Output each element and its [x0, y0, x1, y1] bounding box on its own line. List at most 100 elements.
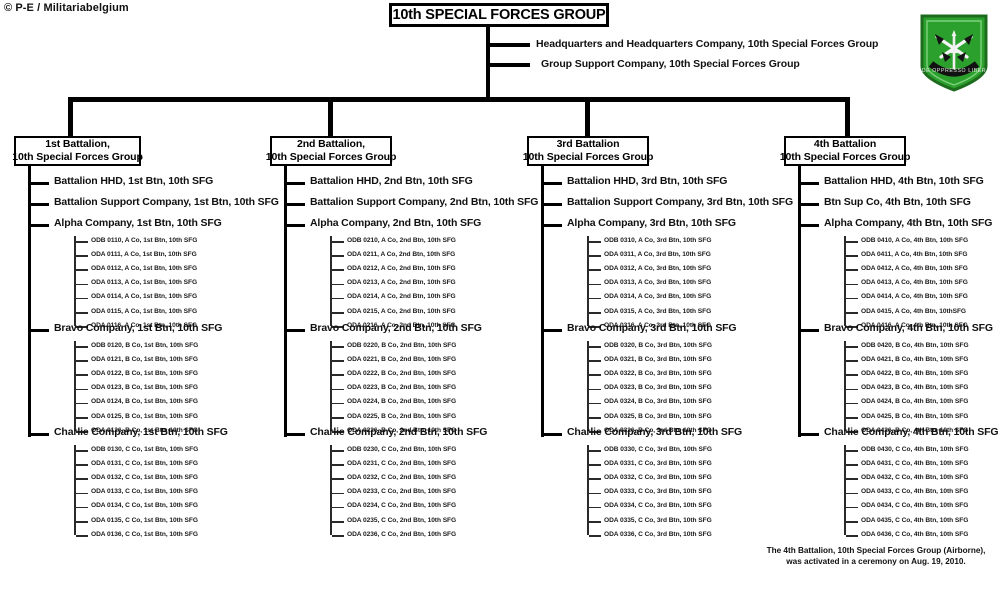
- oda-label[interactable]: ODA 0222, B Co, 2nd Btn, 10th SFG: [347, 369, 457, 377]
- oda-label[interactable]: ODA 0131, C Co, 1st Btn, 10th SFG: [91, 459, 198, 467]
- company-label[interactable]: Bravo Company, 4th Btn, 10th SFG: [824, 322, 993, 334]
- company-label[interactable]: Charlie Company, 2nd Btn, 10th SFG: [310, 426, 488, 438]
- oda-label[interactable]: ODA 0423, B Co, 4th Btn, 10th SFG: [861, 384, 969, 392]
- oda-label[interactable]: ODA 0415, A Co, 4th Btn, 10thSFG: [861, 307, 967, 315]
- oda-label[interactable]: ODA 0233, C Co, 2nd Btn, 10th SFG: [347, 488, 457, 496]
- oda-label[interactable]: ODA 0311, A Co, 3rd Btn, 10th SFG: [604, 250, 711, 258]
- oda-label[interactable]: ODA 0134, C Co, 1st Btn, 10th SFG: [91, 502, 198, 510]
- oda-label[interactable]: ODA 0232, C Co, 2nd Btn, 10th SFG: [347, 473, 457, 481]
- oda-label[interactable]: ODB 0120, B Co, 1st Btn, 10th SFG: [91, 341, 199, 349]
- oda-label[interactable]: ODB 0310, A Co, 3rd Btn, 10th SFG: [604, 236, 712, 244]
- oda-label[interactable]: ODA 0335, C Co, 3rd Btn, 10th SFG: [604, 516, 712, 524]
- oda-label[interactable]: ODA 0234, C Co, 2nd Btn, 10th SFG: [347, 502, 457, 510]
- oda-label[interactable]: ODA 0312, A Co, 3rd Btn, 10th SFG: [604, 264, 712, 272]
- oda-label[interactable]: ODA 0216, A Co, 2nd Btn, 10th SFG: [347, 321, 456, 329]
- oda-label[interactable]: ODB 0330, C Co, 3rd Btn, 10th SFG: [604, 445, 712, 453]
- oda-label[interactable]: ODA 0325, B Co, 3rd Btn, 10th SFG: [604, 412, 712, 420]
- oda-label[interactable]: ODA 0424, B Co, 4th Btn, 10th SFG: [861, 398, 969, 406]
- oda-label[interactable]: ODA 0112, A Co, 1st Btn, 10th SFG: [91, 264, 198, 272]
- oda-label[interactable]: ODA 0321, B Co, 3rd Btn, 10th SFG: [604, 355, 712, 363]
- oda-label[interactable]: ODA 0411, A Co, 4th Btn, 10th SFG: [861, 250, 968, 258]
- oda-label[interactable]: ODB 0320, B Co, 3rd Btn, 10th SFG: [604, 341, 712, 349]
- oda-label[interactable]: ODA 0136, C Co, 1st Btn, 10th SFG: [91, 530, 198, 538]
- oda-label[interactable]: ODA 0316, A Co, 3rd Btn, 10th SFG: [604, 321, 712, 329]
- company-label[interactable]: Charlie Company, 1st Btn, 10th SFG: [54, 426, 228, 438]
- company-label[interactable]: Charlie Company, 4th Btn, 10th SFG: [824, 426, 999, 438]
- oda-label[interactable]: ODA 0314, A Co, 3rd Btn, 10th SFG: [604, 293, 712, 301]
- oda-label[interactable]: ODB 0130, C Co, 1st Btn, 10th SFG: [91, 445, 199, 453]
- company-label[interactable]: Bravo Company, 3rd Btn, 10th SFG: [567, 322, 737, 334]
- oda-label[interactable]: ODA 0333, C Co, 3rd Btn, 10th SFG: [604, 488, 712, 496]
- oda-label[interactable]: ODA 0326, B Co, 3rd Btn, 10th SFG: [604, 426, 712, 434]
- oda-label[interactable]: ODA 0432, C Co, 4th Btn, 10th SFG: [861, 473, 969, 481]
- oda-label[interactable]: ODA 0111, A Co, 1st Btn, 10th SFG: [91, 250, 197, 258]
- oda-label[interactable]: ODA 0114, A Co, 1st Btn, 10th SFG: [91, 293, 198, 301]
- oda-label[interactable]: ODA 0414, A Co, 4th Btn, 10th SFG: [861, 293, 968, 301]
- oda-label[interactable]: ODB 0110, A Co, 1st Btn, 10th SFG: [91, 236, 198, 244]
- oda-label[interactable]: ODA 0221, B Co, 2nd Btn, 10th SFG: [347, 355, 457, 363]
- oda-label[interactable]: ODB 0430, C Co, 4th Btn, 10th SFG: [861, 445, 969, 453]
- oda-label[interactable]: ODA 0425, B Co, 4th Btn, 10th SFG: [861, 412, 969, 420]
- oda-label[interactable]: ODA 0331, C Co, 3rd Btn, 10th SFG: [604, 459, 712, 467]
- oda-label[interactable]: ODA 0313, A Co, 3rd Btn, 10th SFG: [604, 279, 712, 287]
- oda-label[interactable]: ODA 0215, A Co, 2nd Btn, 10th SFG: [347, 307, 456, 315]
- oda-label[interactable]: ODA 0236, C Co, 2nd Btn, 10th SFG: [347, 530, 457, 538]
- company-label[interactable]: Alpha Company, 2nd Btn, 10th SFG: [310, 217, 482, 229]
- oda-label[interactable]: ODA 0235, C Co, 2nd Btn, 10th SFG: [347, 516, 457, 524]
- oda-label[interactable]: ODA 0116, A Co, 1st Btn, 10th SFG: [91, 321, 198, 329]
- oda-label[interactable]: ODA 0126, B Co, 1st Btn, 10th SFG: [91, 426, 198, 434]
- oda-label[interactable]: ODA 0433, C Co, 4th Btn, 10th SFG: [861, 488, 969, 496]
- oda-label[interactable]: ODA 0436, C Co, 4th Btn, 10th SFG: [861, 530, 969, 538]
- oda-label[interactable]: ODA 0421, B Co, 4th Btn, 10th SFG: [861, 355, 969, 363]
- oda-label[interactable]: ODA 0113, A Co, 1st Btn, 10th SFG: [91, 279, 198, 287]
- oda-label[interactable]: ODA 0315, A Co, 3rd Btn, 10th SFG: [604, 307, 712, 315]
- oda-label[interactable]: ODB 0210, A Co, 2nd Btn, 10th SFG: [347, 236, 456, 244]
- oda-label[interactable]: ODA 0133, C Co, 1st Btn, 10th SFG: [91, 488, 198, 496]
- oda-label[interactable]: ODA 0431, C Co, 4th Btn, 10th SFG: [861, 459, 969, 467]
- company-label[interactable]: Bravo Company, 2nd Btn, 10th SFG: [310, 322, 482, 334]
- oda-label[interactable]: ODA 0226, B Co, 2nd Btn, 10th SFG: [347, 426, 457, 434]
- oda-label[interactable]: ODA 0426, B Co, 4th Btn, 10th SFG: [861, 426, 969, 434]
- battalion-box-2[interactable]: 2nd Battalion,10th Special Forces Group: [266, 136, 396, 166]
- oda-label[interactable]: ODA 0323, B Co, 3rd Btn, 10th SFG: [604, 384, 712, 392]
- oda-label[interactable]: ODA 0422, B Co, 4th Btn, 10th SFG: [861, 369, 969, 377]
- company-label[interactable]: Charlie Company, 3rd Btn, 10th SFG: [567, 426, 742, 438]
- oda-label[interactable]: ODA 0435, C Co, 4th Btn, 10th SFG: [861, 516, 969, 524]
- oda-label[interactable]: ODA 0225, B Co, 2nd Btn, 10th SFG: [347, 412, 457, 420]
- oda-label[interactable]: ODA 0121, B Co, 1st Btn, 10th SFG: [91, 355, 198, 363]
- oda-label[interactable]: ODA 0332, C Co, 3rd Btn, 10th SFG: [604, 473, 712, 481]
- oda-label[interactable]: ODA 0336, C Co, 3rd Btn, 10th SFG: [604, 530, 712, 538]
- oda-label[interactable]: ODA 0135, C Co, 1st Btn, 10th SFG: [91, 516, 198, 524]
- oda-label[interactable]: ODA 0132, C Co, 1st Btn, 10th SFG: [91, 473, 198, 481]
- battalion-box-1[interactable]: 1st Battalion,10th Special Forces Group: [12, 136, 143, 166]
- oda-label[interactable]: ODA 0124, B Co, 1st Btn, 10th SFG: [91, 398, 198, 406]
- oda-label[interactable]: ODA 0211, A Co, 2nd Btn, 10th SFG: [347, 250, 456, 258]
- oda-label[interactable]: ODA 0214, A Co, 2nd Btn, 10th SFG: [347, 293, 456, 301]
- oda-label[interactable]: ODA 0212, A Co, 2nd Btn, 10th SFG: [347, 264, 456, 272]
- company-label[interactable]: Alpha Company, 4th Btn, 10th SFG: [824, 217, 993, 229]
- oda-label[interactable]: ODA 0413, A Co, 4th Btn, 10th SFG: [861, 279, 968, 287]
- oda-label[interactable]: ODB 0220, B Co, 2nd Btn, 10th SFG: [347, 341, 457, 349]
- oda-label[interactable]: ODA 0213, A Co, 2nd Btn, 10th SFG: [347, 279, 456, 287]
- oda-label[interactable]: ODB 0230, C Co, 2nd Btn, 10th SFG: [347, 445, 457, 453]
- oda-label[interactable]: ODA 0322, B Co, 3rd Btn, 10th SFG: [604, 369, 712, 377]
- oda-label[interactable]: ODA 0123, B Co, 1st Btn, 10th SFG: [91, 384, 198, 392]
- oda-label[interactable]: ODA 0434, C Co, 4th Btn, 10th SFG: [861, 502, 969, 510]
- oda-label[interactable]: ODA 0231, C Co, 2nd Btn, 10th SFG: [347, 459, 457, 467]
- oda-label[interactable]: ODA 0416, A Co, 4th Btn, 10th SFG: [861, 321, 968, 329]
- oda-label[interactable]: ODA 0115, A Co, 1st Btn, 10th SFG: [91, 307, 198, 315]
- company-label[interactable]: Bravo Company, 1st Btn, 10th SFG: [54, 322, 223, 334]
- oda-label[interactable]: ODA 0412, A Co, 4th Btn, 10th SFG: [861, 264, 968, 272]
- oda-label[interactable]: ODA 0324, B Co, 3rd Btn, 10th SFG: [604, 398, 712, 406]
- company-label[interactable]: Alpha Company, 3rd Btn, 10th SFG: [567, 217, 736, 229]
- oda-label[interactable]: ODB 0420, B Co, 4th Btn, 10th SFG: [861, 341, 969, 349]
- company-label[interactable]: Alpha Company, 1st Btn, 10th SFG: [54, 217, 222, 229]
- oda-label[interactable]: ODA 0125, B Co, 1st Btn, 10th SFG: [91, 412, 198, 420]
- oda-label[interactable]: ODA 0224, B Co, 2nd Btn, 10th SFG: [347, 398, 457, 406]
- oda-label[interactable]: ODA 0223, B Co, 2nd Btn, 10th SFG: [347, 384, 457, 392]
- oda-label[interactable]: ODB 0410, A Co, 4th Btn, 10th SFG: [861, 236, 969, 244]
- oda-label[interactable]: ODA 0122, B Co, 1st Btn, 10th SFG: [91, 369, 198, 377]
- oda-label[interactable]: ODA 0334, C Co, 3rd Btn, 10th SFG: [604, 502, 712, 510]
